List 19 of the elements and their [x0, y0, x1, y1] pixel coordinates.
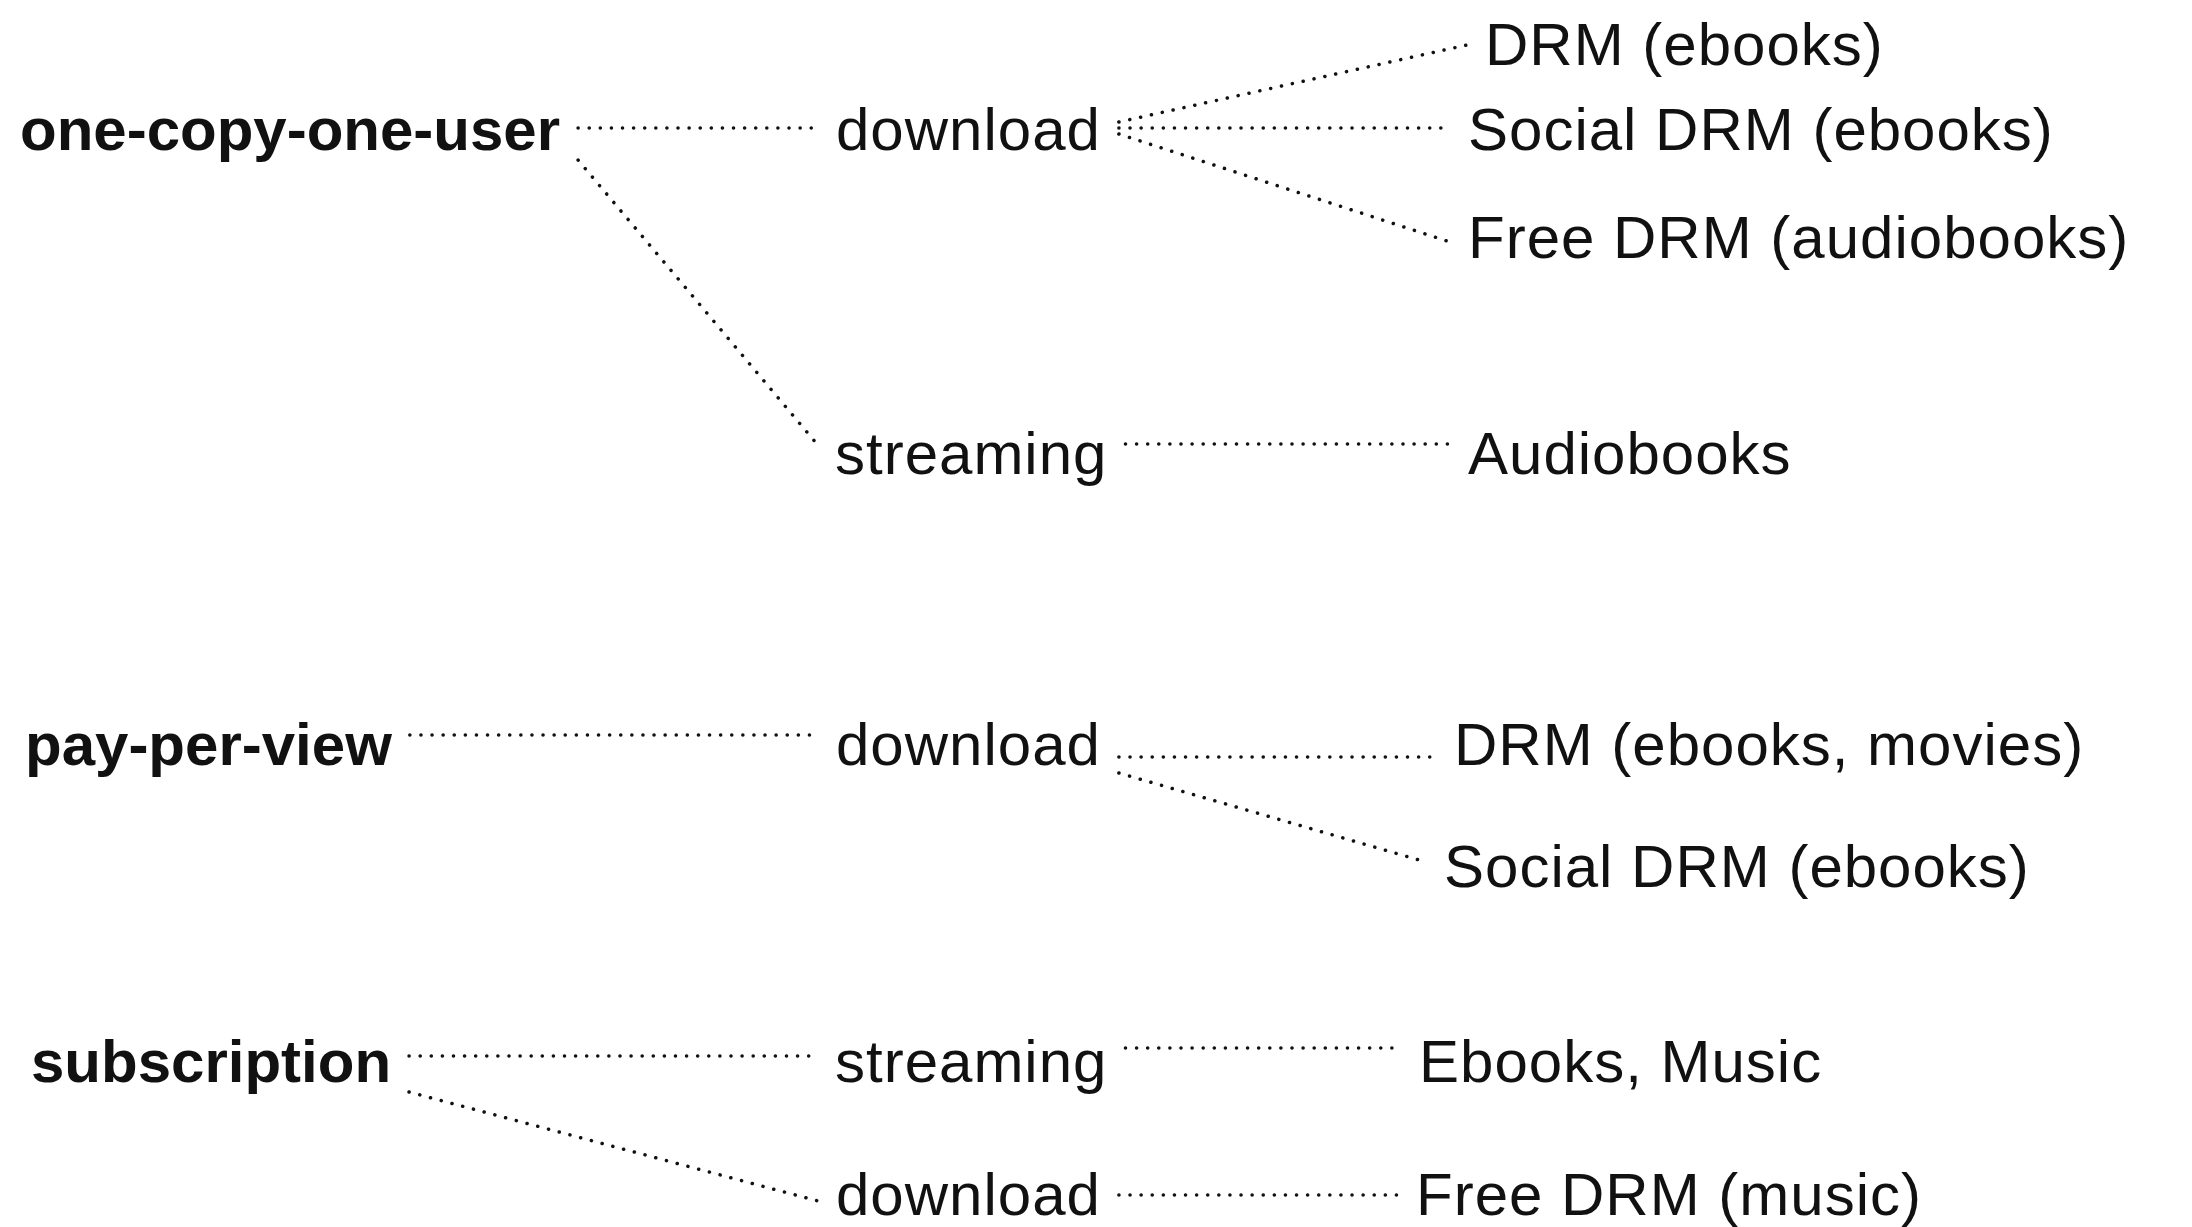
node-label: download	[818, 708, 1119, 782]
node-label: download	[818, 1158, 1119, 1227]
node-label: download	[818, 93, 1119, 167]
node-label: one-copy-one-user	[2, 93, 579, 167]
node-label: Ebooks, Music	[1401, 1025, 1841, 1099]
node-label: DRM (ebooks, movies)	[1436, 708, 2103, 782]
node-label: DRM (ebooks)	[1467, 8, 1902, 82]
dotted-connector	[1117, 1193, 1400, 1197]
dotted-connector	[1123, 442, 1452, 446]
dotted-connector	[1117, 43, 1469, 124]
node-label: Free DRM (audiobooks)	[1450, 201, 2148, 275]
dotted-connector	[407, 1090, 820, 1203]
node-label: Social DRM (ebooks)	[1426, 830, 2048, 904]
node-label: streaming	[817, 417, 1126, 491]
node-label: pay-per-view	[7, 708, 410, 782]
node-label: Social DRM (ebooks)	[1450, 93, 2072, 167]
node-label: subscription	[13, 1025, 410, 1099]
node-label: Audiobooks	[1450, 417, 1810, 491]
node-label: streaming	[817, 1025, 1126, 1099]
